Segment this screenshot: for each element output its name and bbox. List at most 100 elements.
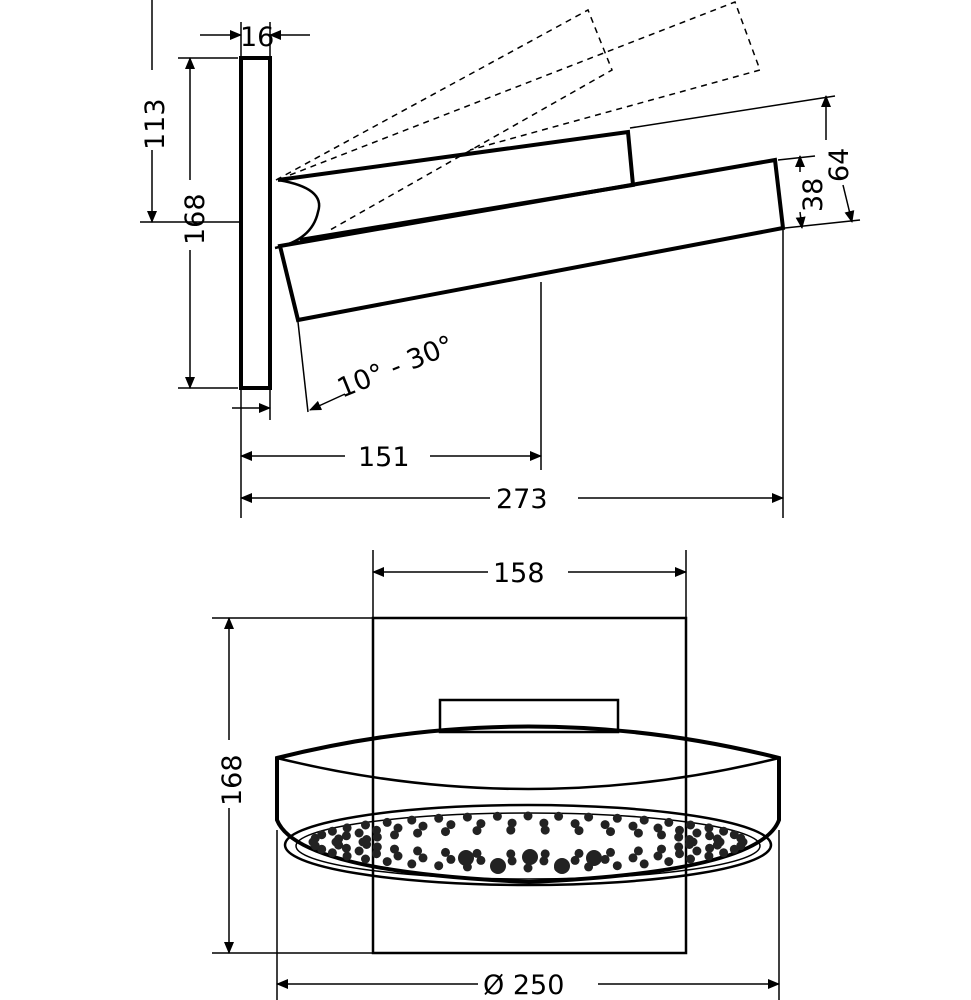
spray-nozzle — [539, 818, 549, 828]
spray-nozzle — [434, 861, 444, 871]
spray-nozzle — [653, 851, 663, 861]
dim-plate-thickness-label: 16 — [240, 22, 274, 53]
dim-arm-height: 64 — [629, 95, 861, 229]
spray-nozzle — [692, 846, 702, 856]
spray-nozzle — [472, 826, 482, 836]
spray-nozzle — [653, 823, 663, 833]
spray-nozzle — [712, 834, 722, 844]
dim-front-plate-width-label: 158 — [493, 558, 545, 589]
spray-nozzle — [361, 854, 370, 864]
spray-nozzle — [362, 835, 372, 844]
spray-nozzle — [657, 844, 666, 854]
spray-nozzle — [570, 855, 580, 865]
dim-arm-reach-label: 151 — [358, 442, 410, 473]
dim-tilt-angle: 10° - 30° — [297, 321, 458, 413]
shower-arm — [274, 129, 636, 250]
spray-nozzle — [574, 826, 584, 836]
spray-nozzle — [657, 830, 666, 840]
spray-nozzle — [418, 853, 428, 863]
spray-nozzle — [413, 846, 423, 856]
spray-nozzle — [361, 820, 370, 830]
spray-nozzle — [674, 832, 684, 842]
front-wall-plate — [371, 616, 688, 955]
spray-nozzle — [606, 847, 615, 857]
spray-nozzle — [736, 833, 746, 843]
nozzle-face — [283, 803, 773, 887]
spray-nozzle — [327, 826, 337, 836]
dim-tilt-angle-label: 10° - 30° — [333, 330, 458, 405]
spray-nozzle — [354, 828, 364, 838]
spray-nozzle — [372, 825, 381, 835]
spray-nozzle — [446, 820, 456, 830]
dim-arm-reach: 151 — [232, 282, 542, 518]
spray-nozzle — [628, 821, 638, 831]
dim-head-thickness-label: 38 — [798, 178, 829, 212]
spray-nozzle — [434, 813, 444, 823]
spray-nozzle — [418, 821, 428, 831]
spray-nozzle — [446, 854, 456, 864]
spray-nozzle — [729, 844, 739, 854]
spray-nozzle — [633, 828, 643, 838]
dim-diameter: Ø 250 — [276, 830, 780, 1000]
spray-nozzle — [506, 849, 516, 859]
spray-nozzle — [441, 827, 450, 837]
spray-nozzle — [342, 823, 352, 833]
spray-nozzle — [719, 826, 729, 836]
spray-nozzle — [684, 835, 694, 844]
spray-nozzle — [382, 817, 392, 827]
spray-nozzle — [600, 854, 610, 864]
spray-nozzle — [612, 861, 622, 871]
dim-arm-height-label: 64 — [824, 148, 855, 182]
center-nozzle — [554, 858, 570, 874]
shower-head-front — [275, 724, 781, 887]
spray-nozzle — [674, 842, 684, 852]
dim-front-plate-width: 158 — [372, 550, 687, 618]
spray-nozzle — [675, 849, 684, 859]
spray-nozzle — [476, 819, 486, 829]
wall-plate — [239, 56, 272, 390]
spray-nozzle — [664, 857, 674, 867]
dim-head-thickness: 38 — [777, 155, 829, 229]
spray-nozzle — [523, 811, 533, 821]
spray-nozzle — [341, 843, 351, 853]
spray-nozzle — [317, 830, 327, 840]
spray-nozzle — [372, 842, 382, 852]
spray-nozzle — [507, 856, 517, 866]
spray-nozzle — [492, 811, 502, 821]
spray-nozzle — [719, 848, 729, 858]
spray-nozzle — [390, 830, 399, 840]
spray-nozzle — [692, 828, 702, 838]
spray-nozzle — [334, 834, 344, 844]
spray-nozzle — [342, 851, 352, 861]
front-arm-block — [438, 698, 620, 734]
spray-nozzle — [372, 832, 382, 842]
spray-nozzle — [664, 817, 674, 827]
spray-nozzle — [712, 840, 722, 850]
spray-nozzle — [441, 847, 450, 857]
spray-nozzle — [554, 811, 564, 821]
spray-nozzle — [327, 848, 337, 858]
dim-plate-height-side: 168 — [178, 57, 238, 389]
tilt-range-outline — [275, 1, 761, 231]
spray-nozzle — [393, 823, 403, 833]
spray-nozzle — [462, 812, 472, 822]
center-nozzle — [458, 850, 474, 866]
spray-nozzle — [639, 859, 649, 869]
dim-diameter-label: Ø 250 — [483, 970, 564, 1000]
spray-nozzle — [407, 815, 417, 825]
spray-nozzle — [633, 846, 643, 856]
spray-nozzle — [600, 820, 610, 830]
spray-nozzle — [393, 851, 403, 861]
spray-nozzle — [606, 827, 615, 837]
dim-plate-height-side-label: 168 — [180, 193, 211, 245]
dim-total-reach-label: 273 — [496, 484, 548, 515]
spray-nozzle — [372, 849, 381, 859]
front-view: 158 168 Ø 250 — [212, 550, 781, 1000]
spray-nozzle — [407, 859, 417, 869]
spray-nozzle — [506, 825, 516, 835]
spray-nozzle — [584, 812, 594, 822]
spray-nozzle — [570, 819, 580, 829]
spray-nozzle — [341, 831, 351, 841]
center-nozzle — [522, 849, 538, 865]
spray-nozzle — [704, 851, 714, 861]
